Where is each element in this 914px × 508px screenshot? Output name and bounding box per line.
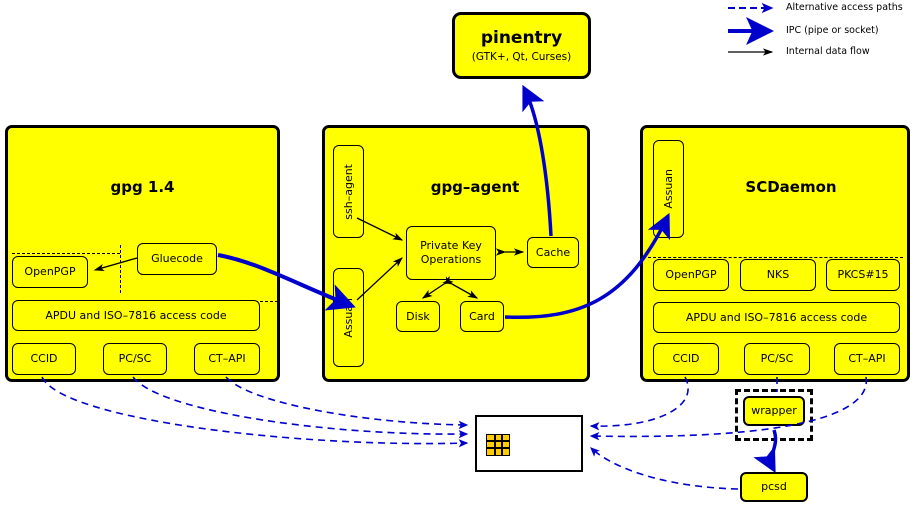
- dashed-pcsd-to-card: [590, 447, 739, 490]
- gpgagent-sshagent-box: ssh–agent: [333, 145, 364, 238]
- scdaemon-app-pkcs15-label: PKCS#15: [837, 268, 889, 282]
- gpg-dotted-top: [12, 253, 120, 254]
- scdaemon-assuan-box: Assuan: [653, 140, 684, 238]
- gpgagent-disk-box: Disk: [396, 301, 440, 332]
- pinentry-subtitle: (GTK+, Qt, Curses): [471, 51, 572, 63]
- scdaemon-app-pkcs15: PKCS#15: [826, 259, 900, 291]
- pcsd-label: pcsd: [761, 480, 787, 494]
- scdaemon-driver-ctapi: CT–API: [834, 343, 900, 375]
- gpgagent-pko-box: Private Key Operations: [406, 226, 496, 280]
- gpg-apdu-label: APDU and ISO–7816 access code: [45, 308, 227, 322]
- pcsd-box: pcsd: [740, 472, 808, 502]
- pinentry-box: pinentry (GTK+, Qt, Curses): [452, 12, 591, 79]
- pinentry-title: pinentry: [480, 28, 563, 48]
- gpg-driver-ccid-label: CCID: [30, 352, 58, 366]
- scdaemon-apdu-box: APDU and ISO–7816 access code: [653, 302, 900, 333]
- scdaemon-divider: [648, 257, 903, 258]
- gpgagent-card-label: Card: [469, 309, 495, 323]
- gpg-openpgp-box: OpenPGP: [12, 256, 88, 288]
- gpgagent-card-box: Card: [460, 301, 504, 332]
- wrapper-label: wrapper: [751, 404, 797, 418]
- gpgagent-assuan-label: Assuan: [341, 297, 355, 338]
- gpg-gluecode-box: Gluecode: [137, 243, 217, 275]
- wrapper-box: wrapper: [743, 396, 805, 426]
- scdaemon-apdu-label: APDU and ISO–7816 access code: [685, 310, 868, 324]
- dashed-scd-ctapi-to-card: [589, 376, 867, 441]
- dashed-scd-ccid-to-card: [589, 376, 689, 431]
- gpg-apdu-box: APDU and ISO–7816 access code: [12, 300, 260, 331]
- gpgagent-cache-label: Cache: [535, 245, 571, 259]
- gpg-driver-pcsc: PC/SC: [103, 343, 167, 375]
- scdaemon-app-openpgp-label: OpenPGP: [665, 268, 717, 282]
- gpgagent-cache-box: Cache: [527, 237, 579, 268]
- smartcard-chip-icon: [486, 434, 510, 456]
- scdaemon-app-nks-label: NKS: [766, 268, 790, 282]
- gpg-driver-ctapi-label: CT–API: [208, 352, 246, 366]
- dashed-gpg-ccid-to-card: [41, 376, 469, 448]
- dashed-gpg-ctapi-to-card: [225, 376, 469, 430]
- scdaemon-driver-ctapi-label: CT–API: [848, 352, 886, 366]
- scdaemon-driver-pcsc-label: PC/SC: [760, 352, 794, 366]
- legend-label-2: Internal data flow: [786, 46, 870, 57]
- dashed-gpg-pcsc-to-card: [132, 376, 469, 439]
- scdaemon-assuan-label: Assuan: [661, 169, 675, 209]
- scdaemon-app-openpgp: OpenPGP: [653, 259, 729, 291]
- scdaemon-driver-pcsc: PC/SC: [744, 343, 810, 375]
- scdaemon-driver-ccid: CCID: [653, 343, 719, 375]
- gpgagent-assuan-box: Assuan: [333, 268, 364, 367]
- scdaemon-title: SCDaemon: [745, 178, 837, 196]
- scdaemon-app-nks: NKS: [740, 259, 816, 291]
- gpgagent-title: gpg–agent: [430, 178, 520, 196]
- gpg14-title: gpg 1.4: [110, 178, 175, 196]
- legend-label-1: IPC (pipe or socket): [786, 25, 879, 36]
- legend-label-0: Alternative access paths: [786, 2, 903, 13]
- gpg-dotted-vline: [120, 245, 121, 293]
- gpg-driver-ctapi: CT–API: [194, 343, 260, 375]
- gpg-driver-ccid: CCID: [12, 343, 76, 375]
- gpg-openpgp-label: OpenPGP: [24, 265, 76, 279]
- gpgagent-pko-line1: Private Key: [420, 239, 482, 253]
- scdaemon-driver-ccid-label: CCID: [672, 352, 700, 366]
- gpgagent-disk-label: Disk: [406, 309, 430, 323]
- gpg-gluecode-label: Gluecode: [151, 252, 203, 266]
- gpg-driver-pcsc-label: PC/SC: [118, 352, 152, 366]
- gpgagent-pko-line2: Operations: [420, 253, 482, 266]
- gpgagent-sshagent-label: ssh–agent: [341, 163, 355, 220]
